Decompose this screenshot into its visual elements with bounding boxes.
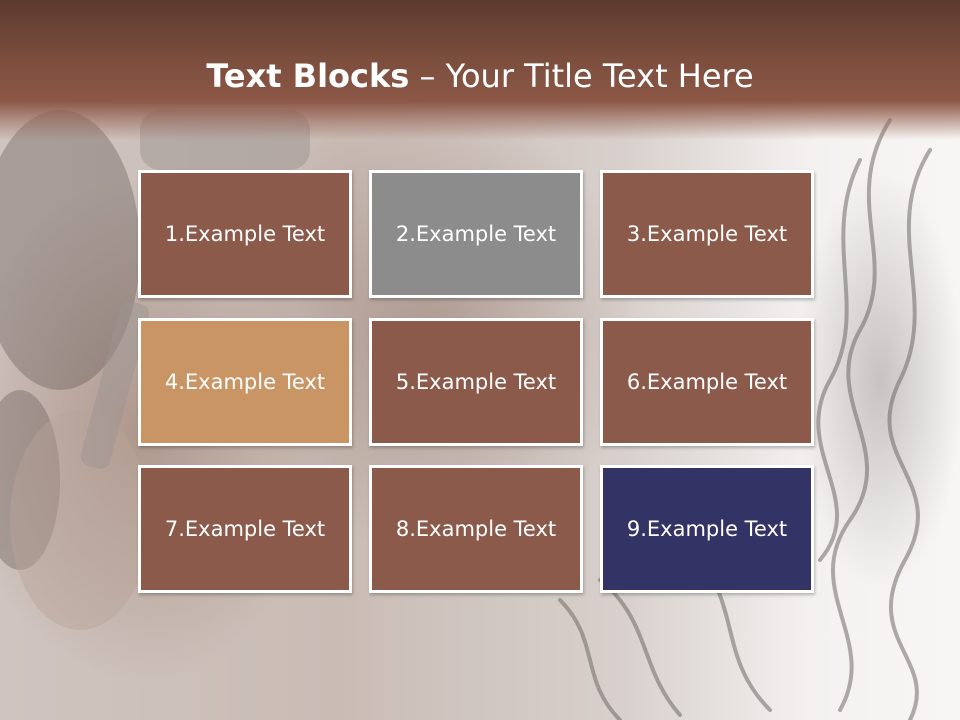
text-block-7[interactable]: 7.Example Text	[138, 465, 352, 593]
title-bold: Text Blocks	[206, 57, 410, 95]
text-block-label: 4.Example Text	[164, 370, 326, 394]
text-block-3[interactable]: 3.Example Text	[600, 170, 814, 298]
text-block-label: 6.Example Text	[626, 370, 788, 394]
text-block-label: 3.Example Text	[626, 222, 788, 246]
text-block-9[interactable]: 9.Example Text	[600, 465, 814, 593]
text-block-2[interactable]: 2.Example Text	[369, 170, 583, 298]
text-block-label: 1.Example Text	[164, 222, 326, 246]
text-block-8[interactable]: 8.Example Text	[369, 465, 583, 593]
text-block-label: 7.Example Text	[164, 517, 326, 541]
text-blocks-grid: 1.Example Text 2.Example Text 3.Example …	[138, 170, 814, 594]
title-separator: –	[419, 57, 436, 95]
text-block-label: 9.Example Text	[626, 517, 788, 541]
text-block-label: 2.Example Text	[395, 222, 557, 246]
slide-title: Text Blocks – Your Title Text Here	[0, 52, 960, 100]
text-block-4[interactable]: 4.Example Text	[138, 318, 352, 446]
title-rest: Your Title Text Here	[445, 57, 754, 95]
text-block-label: 5.Example Text	[395, 370, 557, 394]
text-block-label: 8.Example Text	[395, 517, 557, 541]
text-block-1[interactable]: 1.Example Text	[138, 170, 352, 298]
text-block-6[interactable]: 6.Example Text	[600, 318, 814, 446]
text-block-5[interactable]: 5.Example Text	[369, 318, 583, 446]
title-banner	[0, 0, 960, 140]
